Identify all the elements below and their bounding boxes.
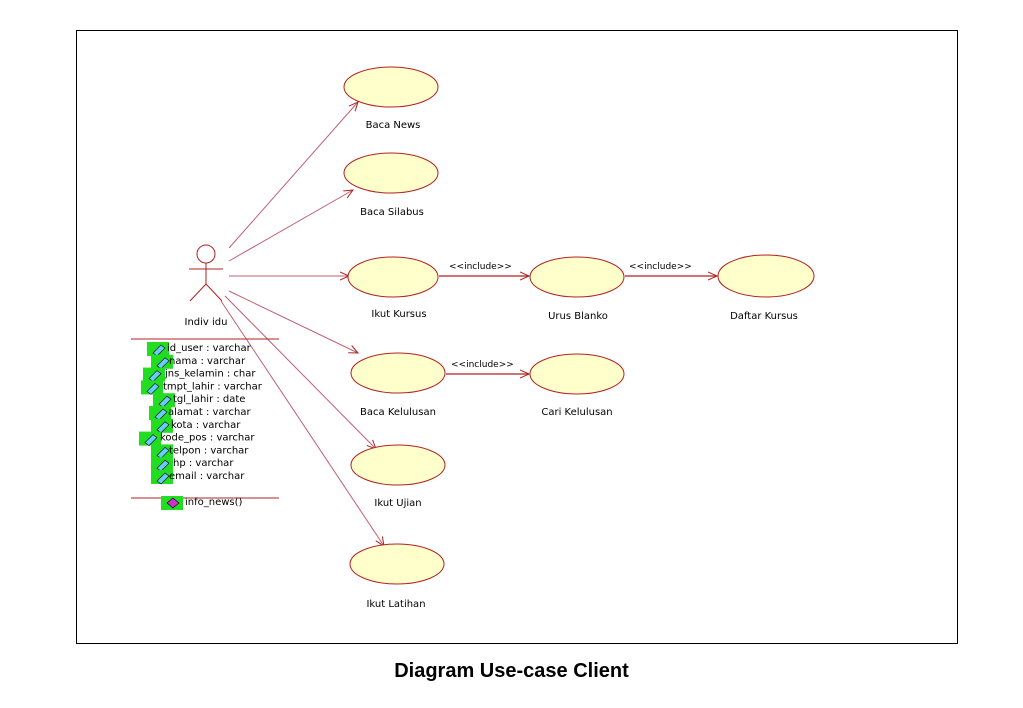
use-case-diagram: <<include>> <<include>> <<include>> Baca… [131,66,815,610]
class-attribute: email : varchar [169,471,245,482]
attribute-marker-icon [144,434,158,446]
class-attribute: alamat : varchar [168,407,251,418]
include-label-3: <<include>> [451,360,514,370]
assoc-baca-kelulusan [228,290,358,353]
actor-icon [189,244,223,302]
usecase-label-ikut-kursus: Ikut Kursus [371,309,426,320]
usecase-label-cari-kelulusan: Cari Kelulusan [541,407,612,418]
assoc-ikut-latihan [220,300,384,546]
usecase-ikut-ujian [350,444,446,486]
class-attribute: hp : varchar [173,458,234,469]
assoc-baca-news [228,102,358,249]
usecase-urus-blanko [529,256,625,298]
include-label-2: <<include>> [629,262,692,272]
usecase-daftar-kursus [717,254,815,298]
usecase-ikut-kursus [347,256,439,298]
usecase-label-ikut-ujian: Ikut Ujian [374,498,421,509]
usecase-baca-kelulusan [350,352,446,394]
usecase-cari-kelulusan [529,353,625,395]
diagram-frame: <<include>> <<include>> <<include>> Baca… [76,30,958,644]
operation-marker-icon [166,497,180,509]
class-attribute: kota : varchar [171,420,241,431]
class-attribute: tmpt_lahir : varchar [163,381,263,392]
class-attribute: tgl_lahir : date [173,394,245,405]
usecase-label-ikut-latihan: Ikut Latihan [366,599,425,610]
usecase-label-baca-silabus: Baca Silabus [360,207,424,218]
assoc-baca-silabus [228,190,353,262]
class-attribute: id_user : varchar [167,343,252,354]
class-attribute: telpon : varchar [169,445,249,456]
attribute-marker-icon [156,472,170,485]
class-attribute: nama : varchar [169,356,246,367]
usecase-baca-news [343,66,439,108]
diagram-caption: Diagram Use-case Client [394,660,629,682]
usecase-label-baca-kelulusan: Baca Kelulusan [360,407,436,418]
class-attribute: kode_pos : varchar [160,433,255,444]
usecase-label-urus-blanko: Urus Blanko [548,311,608,322]
usecase-baca-silabus [343,152,439,194]
actor-label: Indiv idu [185,317,228,328]
class-operation: info_news() [185,497,243,508]
include-label-1: <<include>> [449,262,512,272]
attribute-marker-icon [146,383,160,395]
usecase-ikut-latihan [349,543,445,585]
class-box: id_user : varchar nama : varchar jns_kelam… [131,338,279,510]
usecase-label-baca-news: Baca News [366,120,421,131]
assoc-ikut-ujian [224,295,376,449]
usecase-label-daftar-kursus: Daftar Kursus [730,311,798,322]
class-attribute: jns_kelamin : char [164,369,256,380]
